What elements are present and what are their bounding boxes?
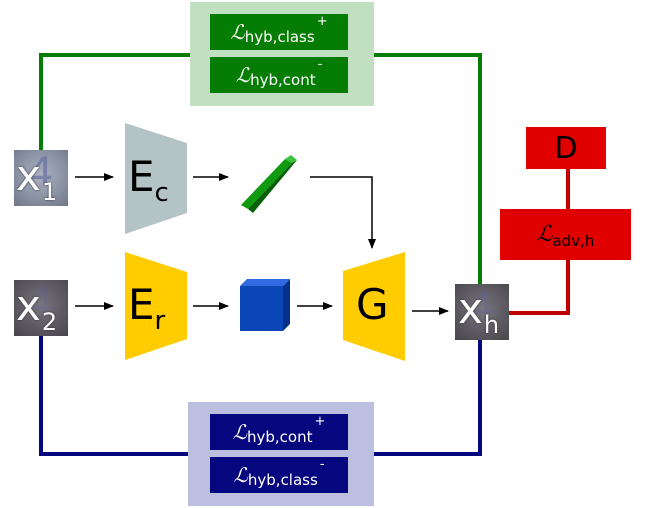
navy-loop-line-right xyxy=(374,340,482,456)
content-encoder-shape xyxy=(125,123,187,234)
digit-thumbnail: 4 xyxy=(469,284,495,330)
loss-superscript: + xyxy=(314,413,326,429)
discriminator-box: D xyxy=(526,127,606,169)
x1-image: 4 xyxy=(14,150,68,206)
residual-cube-icon xyxy=(240,279,290,331)
discriminator-label: D xyxy=(554,130,578,166)
red-path-line xyxy=(507,260,570,315)
content-encoder-label: Ec xyxy=(128,152,169,208)
arrow-icon xyxy=(310,176,376,249)
loss-superscript: - xyxy=(319,456,325,472)
green-loop-line xyxy=(39,53,190,150)
content-vector-bar-icon xyxy=(241,155,297,213)
loss-subscript: adv,h xyxy=(552,231,595,250)
loss-subscript: hyb,cont xyxy=(250,71,316,89)
generator-shape xyxy=(343,252,405,361)
x2-label: x2 xyxy=(16,281,58,336)
x1-label: x1 xyxy=(16,151,58,206)
digit-thumbnail: 4 xyxy=(28,150,54,196)
loss-symbol: ℒ xyxy=(230,20,245,44)
residual-encoder-shape xyxy=(125,252,187,360)
loss-subscript: hyb,cont xyxy=(247,428,313,446)
digit-thumbnail: 4 xyxy=(28,280,54,326)
loss-subscript: hyb,class xyxy=(244,28,315,46)
loss-symbol: ℒ xyxy=(536,222,553,247)
loss-superscript: + xyxy=(316,13,328,29)
x2-image: 4 xyxy=(14,280,68,336)
loss-symbol: ℒ xyxy=(235,63,251,87)
loss-symbol: ℒ xyxy=(232,420,247,444)
residual-encoder-label: Er xyxy=(128,280,166,336)
generator-label: G xyxy=(356,280,389,329)
loss-superscript: - xyxy=(317,56,323,72)
loss-subscript: hyb,class xyxy=(247,471,318,489)
loss-symbol: ℒ xyxy=(233,463,248,487)
green-loop-line-right xyxy=(374,53,482,284)
xh-label: xh xyxy=(458,284,500,339)
xh-image: 4 xyxy=(455,284,509,340)
navy-loop-line xyxy=(39,336,188,456)
